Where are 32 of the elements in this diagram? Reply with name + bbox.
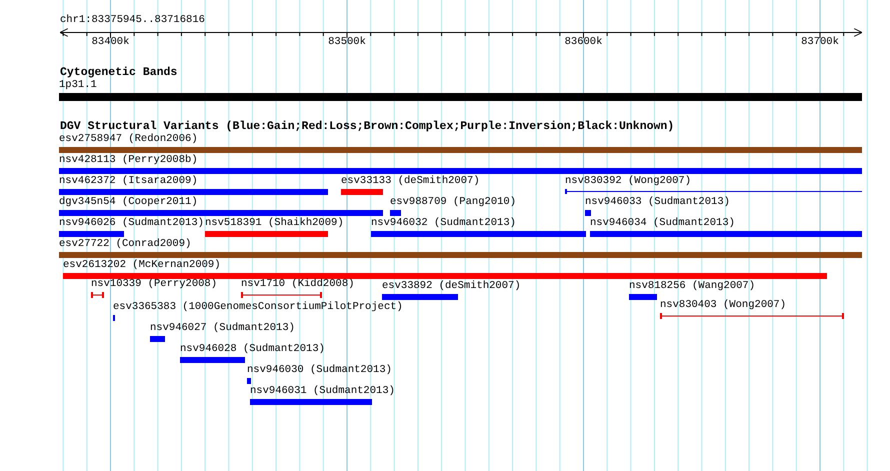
variant-label: esv33133 (deSmith2007) <box>341 175 480 187</box>
variant-label: nsv830392 (Wong2007) <box>565 175 692 187</box>
variant-label: nsv946031 (Sudmant2013) <box>250 385 395 397</box>
tick-label: 83500k <box>328 36 366 48</box>
variant-label: nsv462372 (Itsara2009) <box>59 175 198 187</box>
track-title: DGV Structural Variants (Blue:Gain;Red:Loss;Brown:Complex;Purple:Inversion;Black:Unknown) <box>60 121 674 133</box>
variant-label: nsv946033 (Sudmant2013) <box>585 196 730 208</box>
variant-label: nsv818256 (Wang2007) <box>629 280 756 292</box>
variant-label: nsv946032 (Sudmant2013) <box>371 217 516 229</box>
variant-label: nsv946026 (Sudmant2013) <box>59 217 204 229</box>
track-title: Cytogenetic Bands <box>60 67 178 79</box>
variant-label: nsv1710 (Kidd2008) <box>241 278 354 290</box>
variant-label: esv2613202 (McKernan2009) <box>63 259 221 271</box>
band-label: 1p31.1 <box>59 79 97 91</box>
variant-label: nsv428113 (Perry2008b) <box>59 154 198 166</box>
tick-label: 83600k <box>564 36 602 48</box>
coordinate-label: chr1:83375945..83716816 <box>60 14 205 26</box>
variant-label: nsv518391 (Shaikh2009) <box>205 217 344 229</box>
variant-label: nsv830403 (Wong2007) <box>660 299 786 311</box>
variant-label: esv2758947 (Redon2006) <box>59 133 198 145</box>
variant-label: nsv10339 (Perry2008) <box>91 278 218 290</box>
variant-label: esv33892 (deSmith2007) <box>382 280 521 292</box>
variant-label: nsv946028 (Sudmant2013) <box>180 343 325 355</box>
variant-label: nsv946030 (Sudmant2013) <box>247 364 392 376</box>
tick-label: 83400k <box>92 36 130 48</box>
variant-label: esv988709 (Pang2010) <box>390 196 516 208</box>
variant-label: esv3365383 (1000GenomesConsortiumPilotProject) <box>113 301 403 313</box>
variant-label: nsv946034 (Sudmant2013) <box>590 217 735 229</box>
variant-label: nsv946027 (Sudmant2013) <box>150 322 295 334</box>
variant-label: dgv345n54 (Cooper2011) <box>59 196 198 208</box>
variant-label: esv27722 (Conrad2009) <box>59 238 192 250</box>
tick-label: 83700k <box>801 36 839 48</box>
